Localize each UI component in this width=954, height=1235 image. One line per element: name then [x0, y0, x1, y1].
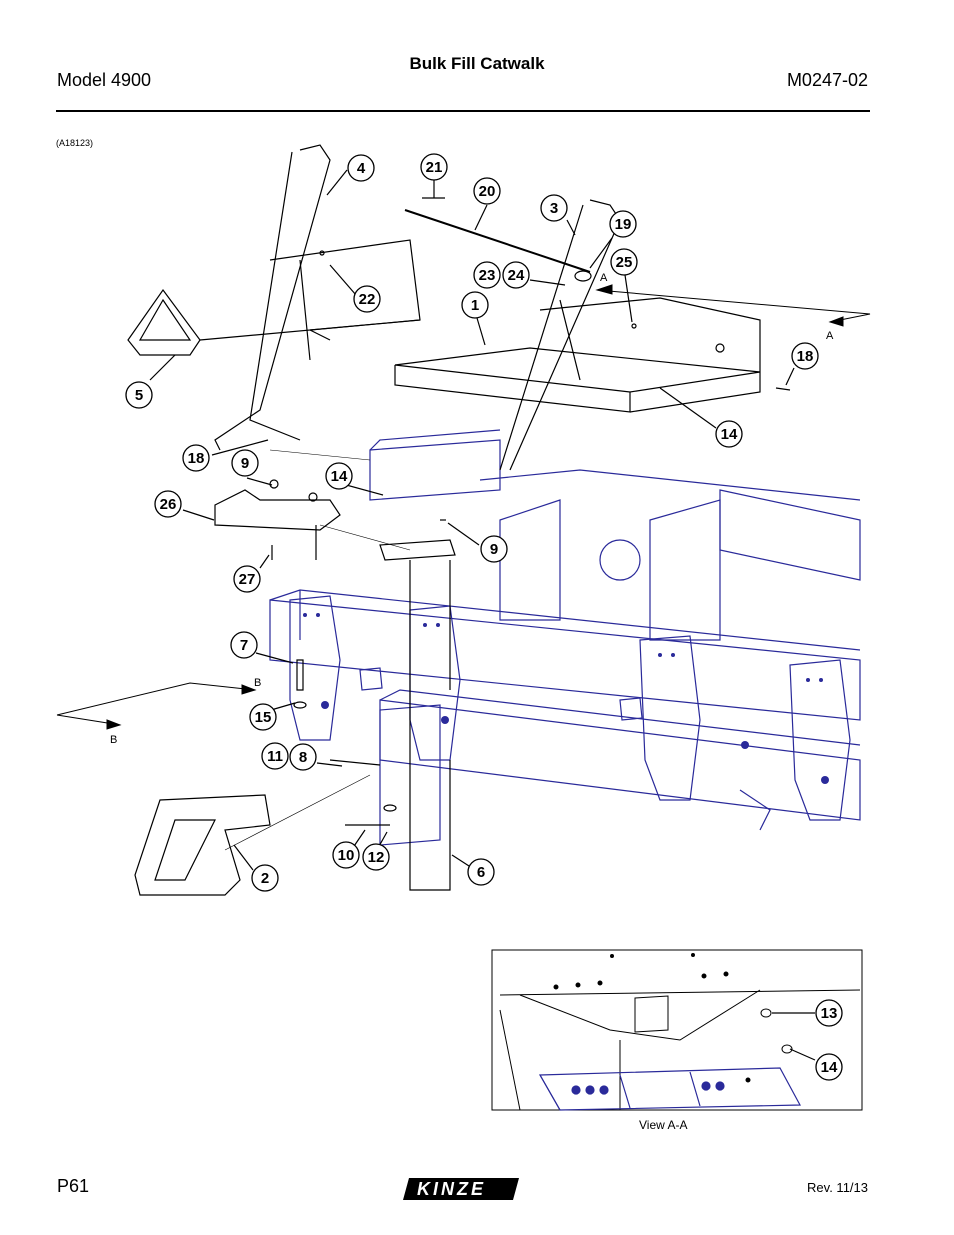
callout-number: 25 — [616, 254, 633, 271]
callout-number: 9 — [241, 455, 249, 472]
model-label: Model 4900 — [57, 70, 152, 90]
callout-number: 14 — [821, 1059, 838, 1076]
section-label-b-top: B — [254, 677, 261, 689]
callout-number: 24 — [508, 267, 525, 284]
callout-7: 7 — [230, 631, 258, 659]
callout-19: 19 — [609, 210, 637, 238]
callout-number: 2 — [261, 870, 269, 887]
section-label-a-top: A — [600, 272, 608, 284]
callout-23: 23 — [473, 261, 501, 289]
callout-number: 9 — [490, 541, 498, 558]
callout-14: 14 — [815, 1053, 843, 1081]
callout-1: 1 — [461, 291, 489, 319]
callout-18: 18 — [791, 342, 819, 370]
callout-number: 6 — [477, 864, 485, 881]
callout-number: 14 — [331, 468, 348, 485]
inset-view-a-a — [491, 949, 863, 1111]
page-number: P61 — [57, 1176, 90, 1196]
callout-25: 25 — [610, 248, 638, 276]
callout-6: 6 — [467, 858, 495, 886]
callout-number: 22 — [359, 291, 376, 308]
callout-number: 19 — [615, 216, 632, 233]
inset-caption: View A-A — [639, 1118, 688, 1132]
header-divider — [56, 110, 870, 112]
callout-15: 15 — [249, 703, 277, 731]
callout-8: 8 — [289, 743, 317, 771]
document-number: M0247-02 — [786, 70, 868, 90]
callout-number: 15 — [255, 709, 272, 726]
callout-2: 2 — [251, 864, 279, 892]
callout-21: 21 — [420, 153, 448, 181]
callout-14: 14 — [715, 420, 743, 448]
callout-26: 26 — [154, 490, 182, 518]
kinze-logo: KINZE — [403, 1178, 519, 1200]
callout-5: 5 — [125, 381, 153, 409]
callout-number: 7 — [240, 637, 248, 654]
kinze-logo-text: KINZE — [417, 1179, 486, 1199]
callout-20: 20 — [473, 177, 501, 205]
callout-number: 18 — [797, 348, 814, 365]
section-label-a-right: A — [826, 330, 834, 342]
callout-3: 3 — [540, 194, 568, 222]
callout-number: 10 — [338, 847, 355, 864]
section-labels: A A B B — [110, 272, 834, 746]
callout-balloons: 1234567899101112131414141518181920212223… — [125, 153, 843, 1081]
callout-number: 11 — [267, 748, 283, 765]
callout-number: 23 — [479, 267, 496, 284]
callout-14: 14 — [325, 462, 353, 490]
callout-number: 18 — [188, 450, 205, 467]
callout-number: 26 — [160, 496, 177, 513]
section-label-b-bottom: B — [110, 734, 117, 746]
callout-number: 27 — [239, 571, 256, 588]
callout-number: 14 — [721, 426, 738, 443]
callout-4: 4 — [347, 154, 375, 182]
callout-number: 5 — [135, 387, 143, 404]
callout-9: 9 — [480, 535, 508, 563]
callout-number: 13 — [821, 1005, 838, 1022]
callout-number: 8 — [299, 749, 307, 766]
callout-number: 3 — [550, 200, 558, 217]
toolbar-frame-drawing — [269, 429, 861, 846]
callout-number: 12 — [368, 849, 385, 866]
callout-number: 1 — [471, 297, 479, 314]
callout-24: 24 — [502, 261, 530, 289]
revision: Rev. 11/13 — [807, 1180, 868, 1195]
callout-22: 22 — [353, 285, 381, 313]
callout-13: 13 — [815, 999, 843, 1027]
section-arrows — [56, 284, 871, 730]
catwalk-parts-drawing — [127, 144, 791, 896]
callout-number: 4 — [357, 160, 366, 177]
callout-number: 21 — [426, 159, 443, 176]
figure-id: (A18123) — [56, 138, 94, 148]
callout-9: 9 — [231, 449, 259, 477]
callout-18: 18 — [182, 444, 210, 472]
callout-10: 10 — [332, 841, 360, 869]
page-title: Bulk Fill Catwalk — [409, 54, 545, 73]
callout-11: 11 — [261, 742, 289, 770]
callout-12: 12 — [362, 843, 390, 871]
callout-27: 27 — [233, 565, 261, 593]
callout-number: 20 — [479, 183, 496, 200]
